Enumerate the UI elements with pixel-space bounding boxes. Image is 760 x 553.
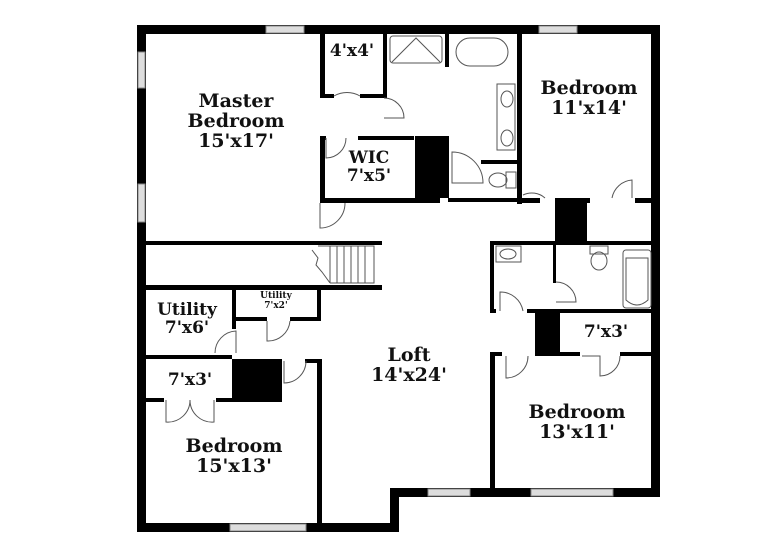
room-label-bedroom-se: Bedroom 13'x11' bbox=[528, 401, 626, 443]
room-name: Utility bbox=[260, 291, 292, 302]
toilet bbox=[488, 172, 508, 188]
room-size: 7'x3' bbox=[583, 322, 629, 343]
room-label-loft: Loft 14'x24' bbox=[371, 344, 447, 386]
wall-east bbox=[651, 25, 660, 497]
room-size: 15'x13' bbox=[196, 455, 272, 477]
window bbox=[265, 25, 305, 34]
room-label-closet-sw: 7'x3' bbox=[167, 370, 213, 391]
room-size: 11'x14' bbox=[551, 97, 627, 119]
room-label-bedroom-ne: Bedroom 11'x14' bbox=[540, 77, 638, 119]
room-size: 4'x4' bbox=[329, 41, 375, 62]
room-name: Bedroom bbox=[185, 435, 283, 458]
room-size: 15'x17' bbox=[198, 129, 274, 152]
wall-south-step bbox=[390, 490, 399, 532]
sink bbox=[499, 248, 517, 260]
room-name: Utility bbox=[157, 300, 217, 321]
window bbox=[538, 25, 578, 34]
wall-north bbox=[137, 25, 660, 34]
room-label-closet-se: 7'x3' bbox=[583, 322, 629, 343]
room-size: 14'x24' bbox=[371, 364, 447, 386]
room-name: WIC bbox=[348, 148, 390, 169]
sink bbox=[500, 90, 514, 108]
window bbox=[427, 488, 471, 497]
sink bbox=[500, 129, 514, 147]
toilet bbox=[590, 251, 608, 271]
room-name: Master bbox=[198, 90, 274, 113]
room-label-bedroom-sw: Bedroom 15'x13' bbox=[185, 435, 283, 477]
bathtub bbox=[455, 37, 509, 67]
room-label-wic: WIC 7'x5' bbox=[346, 148, 392, 186]
room-label-utility-large: Utility 7'x6' bbox=[157, 300, 217, 338]
room-name: Loft bbox=[387, 344, 431, 367]
room-size: 7'x2' bbox=[264, 301, 288, 311]
wall-south-east bbox=[390, 488, 660, 497]
wall-west bbox=[137, 25, 146, 532]
staircase bbox=[318, 245, 375, 284]
room-name: Bedroom bbox=[187, 110, 285, 133]
room-label-master-closet: 4'x4' bbox=[329, 41, 375, 62]
room-label-master-bedroom: Master Bedroom 15'x17' bbox=[187, 90, 285, 152]
room-size: 7'x6' bbox=[164, 318, 210, 338]
room-size: 13'x11' bbox=[539, 421, 615, 443]
window bbox=[137, 183, 146, 223]
room-name: Bedroom bbox=[540, 77, 638, 100]
room-label-utility-small: Utility 7'x2' bbox=[260, 291, 292, 312]
window bbox=[530, 488, 614, 497]
room-size: 7'x5' bbox=[346, 166, 392, 186]
room-name: Bedroom bbox=[528, 401, 626, 424]
window bbox=[229, 523, 307, 532]
bathtub bbox=[622, 249, 652, 309]
room-size: 7'x3' bbox=[167, 370, 213, 391]
window bbox=[137, 51, 146, 89]
shower bbox=[389, 35, 443, 64]
